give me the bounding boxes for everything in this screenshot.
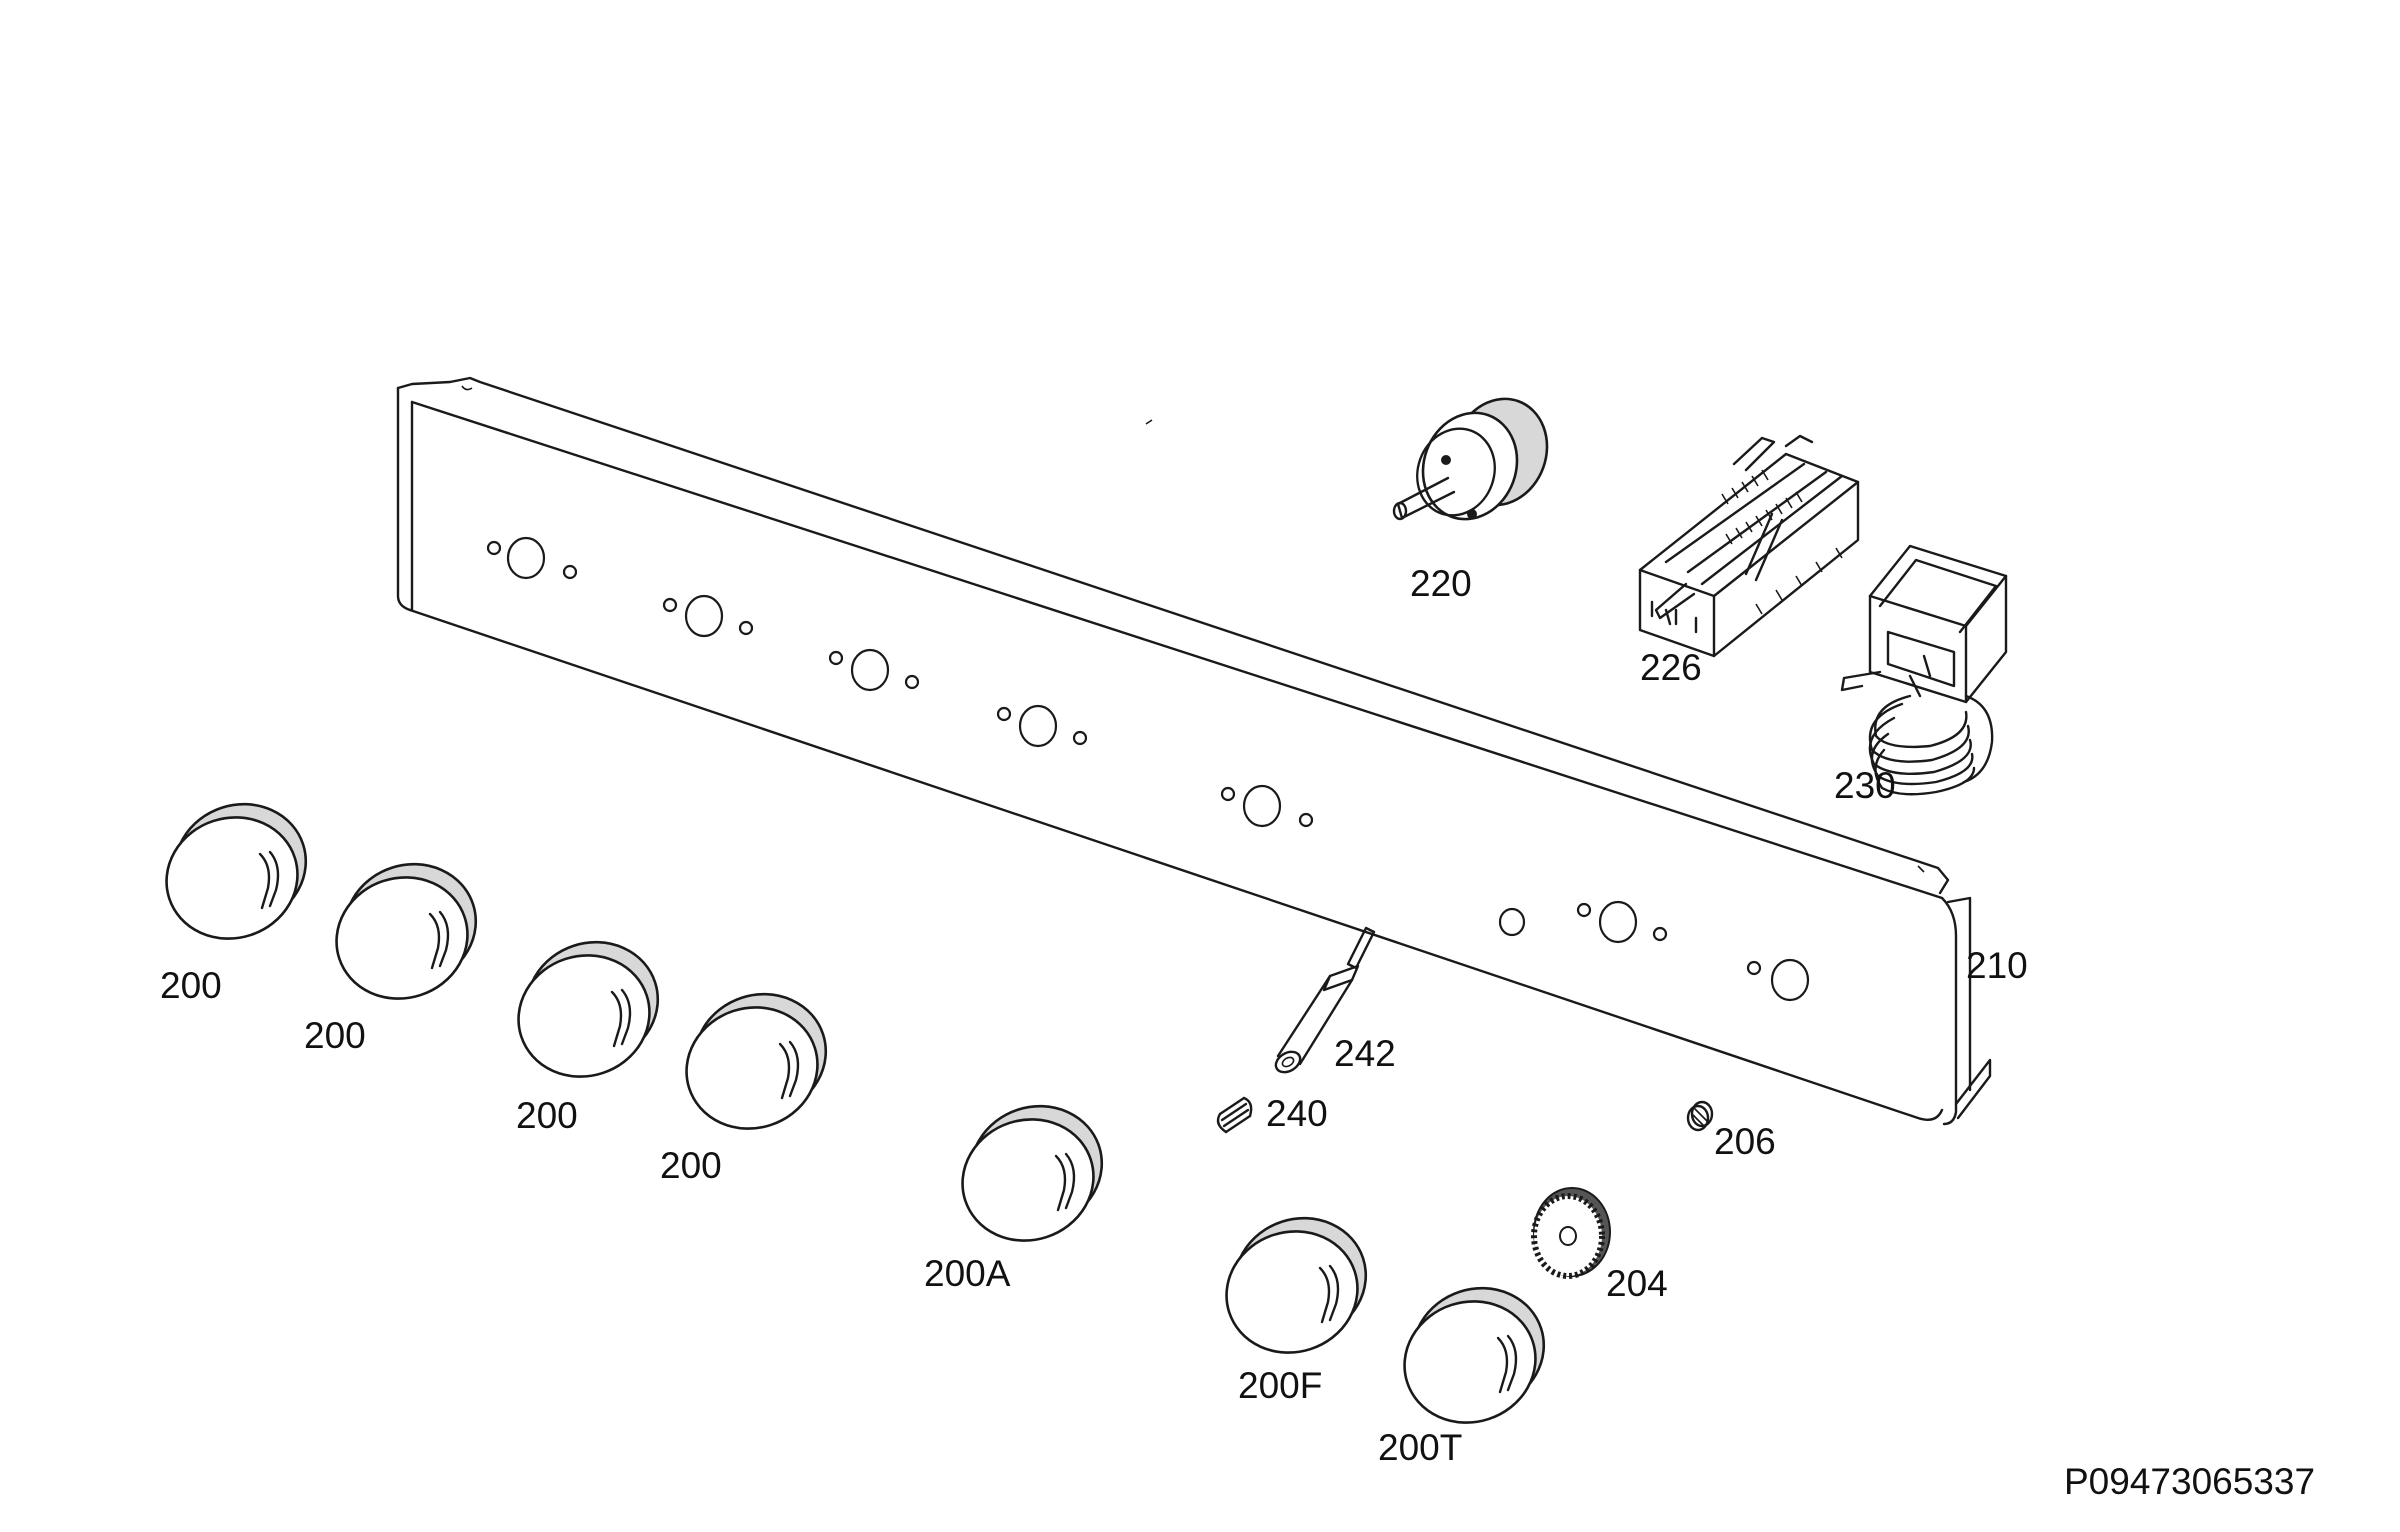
rotary-switch [1392, 397, 1549, 521]
knob-200-4 [685, 992, 828, 1130]
knob-200-2 [335, 862, 478, 1000]
knob-200-1 [165, 802, 308, 940]
control-panel [396, 376, 1992, 1126]
knob-insert-gear [1531, 1187, 1611, 1279]
part-label-200-3: 200 [516, 1095, 578, 1136]
drawing-code: P09473065337 [2064, 1461, 2315, 1502]
part-label-242: 242 [1334, 1033, 1396, 1074]
knob-200f [1225, 1216, 1368, 1354]
part-label-200-4: 200 [660, 1145, 722, 1186]
part-label-200t: 200T [1378, 1427, 1462, 1468]
part-label-230: 230 [1834, 765, 1896, 806]
part-label-206: 206 [1714, 1121, 1776, 1162]
selector-switch [1638, 434, 1860, 658]
screw [1686, 1100, 1714, 1132]
lamp [1274, 926, 1376, 1074]
knob-200t [1403, 1286, 1546, 1424]
part-label-200a: 200A [924, 1253, 1011, 1294]
knob-200a [961, 1104, 1104, 1242]
part-label-200f: 200F [1238, 1365, 1322, 1406]
part-label-204: 204 [1606, 1263, 1668, 1304]
thermostat [1840, 544, 2008, 796]
part-label-200-1: 200 [160, 965, 222, 1006]
knob-200-3 [517, 940, 660, 1078]
part-label-220: 220 [1410, 563, 1472, 604]
spring [1216, 1096, 1253, 1134]
part-label-210: 210 [1966, 945, 2028, 986]
part-label-240: 240 [1266, 1093, 1328, 1134]
part-label-200-2: 200 [304, 1015, 366, 1056]
part-label-226: 226 [1640, 647, 1702, 688]
